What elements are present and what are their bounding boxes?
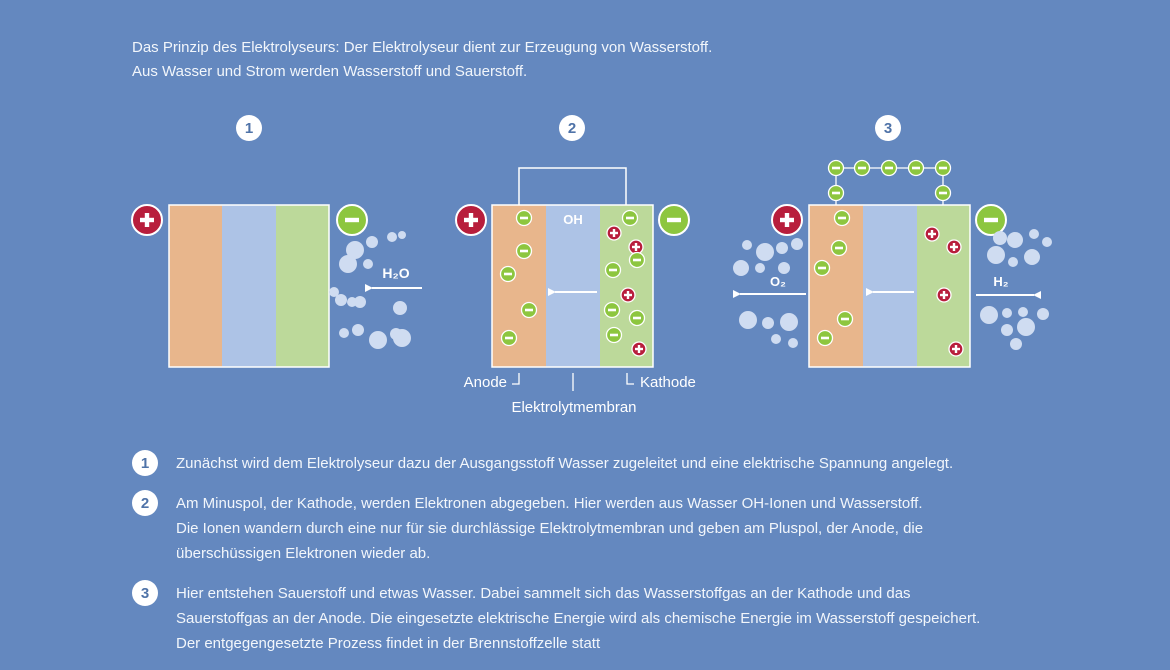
intro-line-2: Aus Wasser und Strom werden Wasserstoff … (132, 63, 528, 80)
oxygen-label: O₂ (770, 274, 786, 289)
panel-1: H₂O (131, 204, 422, 368)
step-line: Sauerstoffgas an der Anode. Die eingeset… (176, 610, 981, 627)
hydrogen-bubbles (980, 229, 1052, 350)
step-text: Am Minuspol, der Kathode, werden Elektro… (176, 491, 923, 566)
panel-number-2: 2 (559, 115, 585, 141)
intro-text: Das Prinzip des Elektrolyseurs: Der Elek… (132, 36, 712, 84)
anode-label: Anode (464, 374, 507, 391)
step-number-badge: 2 (132, 490, 158, 516)
step-text: Zunächst wird dem Elektrolyseur dazu der… (176, 451, 953, 476)
minus-pole-icon (658, 204, 690, 236)
panel-3: O₂ H₂ (733, 159, 1052, 368)
svg-text:2: 2 (568, 120, 576, 137)
electrolysis-diagram: 1 2 3 (131, 115, 1052, 416)
panel-2: OH Anode Elektrolytmembran (455, 167, 696, 416)
minus-pole-icon (975, 204, 1007, 236)
step-line: Der entgegengesetzte Prozess findet in d… (176, 635, 601, 652)
step-line: Am Minuspol, der Kathode, werden Elektro… (176, 495, 923, 512)
oh-label: OH (563, 212, 583, 227)
anode-electrons (499, 209, 538, 347)
panel-number-3: 3 (875, 115, 901, 141)
anode-electrons (813, 209, 854, 347)
anode-layer (492, 205, 546, 367)
step-2: 2 Am Minuspol, der Kathode, werden Elekt… (132, 490, 1132, 566)
step-3: 3 Hier entstehen Sauerstoff und etwas Wa… (132, 580, 1132, 656)
anode-layer (809, 205, 863, 367)
step-line: Zunächst wird dem Elektrolyseur dazu der… (176, 455, 954, 472)
cathode-layer (276, 205, 329, 367)
external-circuit-wire (518, 167, 627, 205)
step-line: Die Ionen wandern durch eine nur für sie… (176, 520, 924, 537)
step-line: überschüssigen Elektronen wieder ab. (176, 545, 431, 562)
membrane-label: Elektrolytmembran (511, 399, 636, 416)
electron-chain (827, 159, 952, 205)
intro-line-1: Das Prinzip des Elektrolyseurs: Der Elek… (132, 39, 713, 56)
plus-pole-icon (771, 204, 803, 236)
membrane-layer (222, 205, 276, 367)
membrane-layer (863, 205, 917, 367)
step-line: Hier entstehen Sauerstoff und etwas Wass… (176, 585, 911, 602)
water-bubbles (329, 231, 411, 349)
svg-text:1: 1 (245, 120, 253, 137)
step-list: 1 Zunächst wird dem Elektrolyseur dazu d… (132, 450, 1132, 670)
water-label: H₂O (382, 265, 409, 281)
step-number-badge: 1 (132, 450, 158, 476)
step-text: Hier entstehen Sauerstoff und etwas Wass… (176, 581, 980, 656)
hydrogen-label: H₂ (993, 274, 1008, 289)
cathode-particles (603, 209, 647, 357)
cathode-layer (917, 205, 970, 367)
plus-pole-icon (455, 204, 487, 236)
anode-layer (169, 205, 222, 367)
plus-pole-icon (131, 204, 163, 236)
membrane-layer (546, 205, 600, 367)
cathode-ions (924, 226, 964, 357)
svg-text:3: 3 (884, 120, 892, 137)
minus-pole-icon (336, 204, 368, 236)
panel-number-1: 1 (236, 115, 262, 141)
step-1: 1 Zunächst wird dem Elektrolyseur dazu d… (132, 450, 1132, 476)
oxygen-bubbles (733, 238, 803, 348)
step-number-badge: 3 (132, 580, 158, 606)
cathode-label: Kathode (640, 374, 696, 391)
